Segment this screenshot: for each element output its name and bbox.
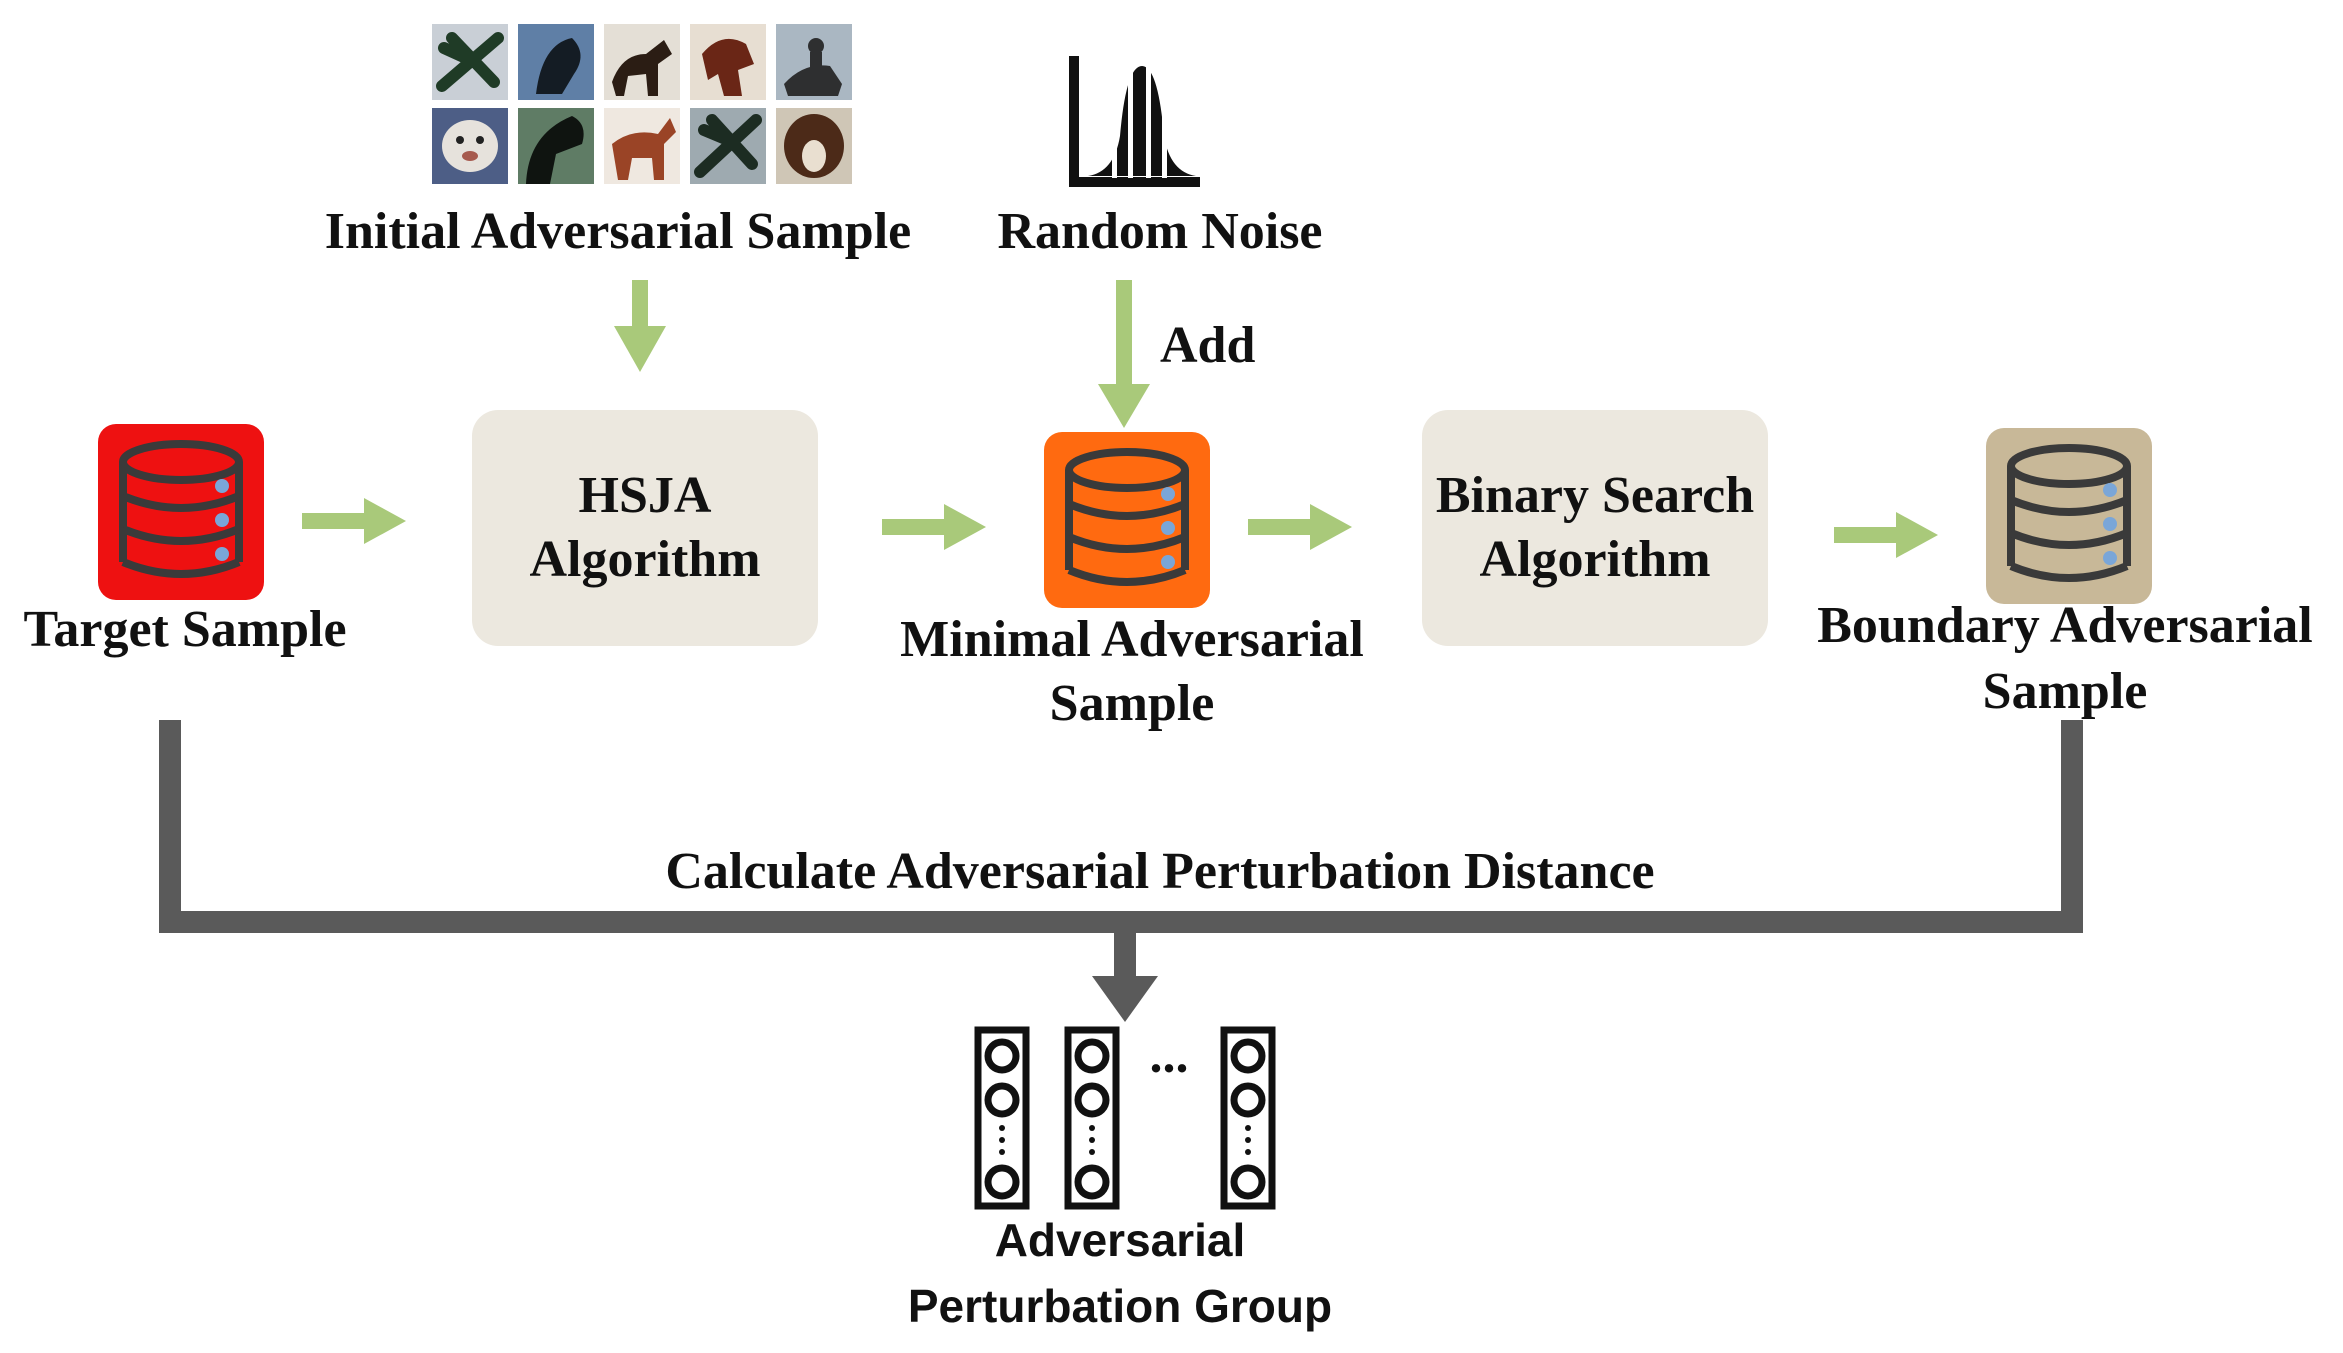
minimal-to-binary-arrow — [1248, 504, 1352, 550]
image-grid-icon — [432, 24, 852, 184]
boundary-adversarial-database-icon — [1986, 428, 2152, 604]
perturbation-group-label-line2: Perturbation Group — [907, 1280, 1333, 1332]
random-noise-label: Random Noise — [997, 203, 1323, 260]
minimal-adversarial-database-icon — [1044, 432, 1210, 608]
minimal-adversarial-label-line2: Sample — [1049, 675, 1215, 732]
hsja-to-minimal-arrow — [882, 504, 986, 550]
hsja-algorithm-box: HSJA Algorithm — [472, 410, 818, 646]
initial-adversarial-sample-label: Initial Adversarial Sample — [324, 203, 912, 260]
binary-to-boundary-arrow — [1834, 512, 1938, 558]
perturbation-group-label-line1: Adversarial — [994, 1214, 1246, 1266]
minimal-adversarial-label-line1: Minimal Adversarial — [900, 611, 1364, 668]
noise-to-minimal-arrow — [1098, 280, 1150, 428]
initial-to-hsja-arrow — [614, 280, 666, 372]
distribution-chart-icon — [1069, 56, 1200, 187]
binary-search-label-line2: Algorithm — [1479, 531, 1711, 588]
target-sample-label: Target Sample — [23, 601, 347, 658]
boundary-adversarial-label-line1: Boundary Adversarial — [1817, 597, 2313, 654]
vector-ellipsis: ... — [1149, 1027, 1189, 1084]
add-label: Add — [1160, 317, 1256, 374]
target-sample-database-icon — [98, 424, 264, 600]
vector-column-icon — [974, 1026, 1276, 1210]
hsja-label-line2: Algorithm — [529, 531, 761, 588]
binary-search-algorithm-box: Binary Search Algorithm — [1422, 410, 1768, 646]
target-to-hsja-arrow — [302, 498, 406, 544]
boundary-adversarial-label-line2: Sample — [1982, 663, 2148, 720]
binary-search-label-line1: Binary Search — [1435, 467, 1755, 524]
calculate-distance-label: Calculate Adversarial Perturbation Dista… — [665, 843, 1655, 900]
hsja-label-line1: HSJA — [578, 467, 712, 524]
